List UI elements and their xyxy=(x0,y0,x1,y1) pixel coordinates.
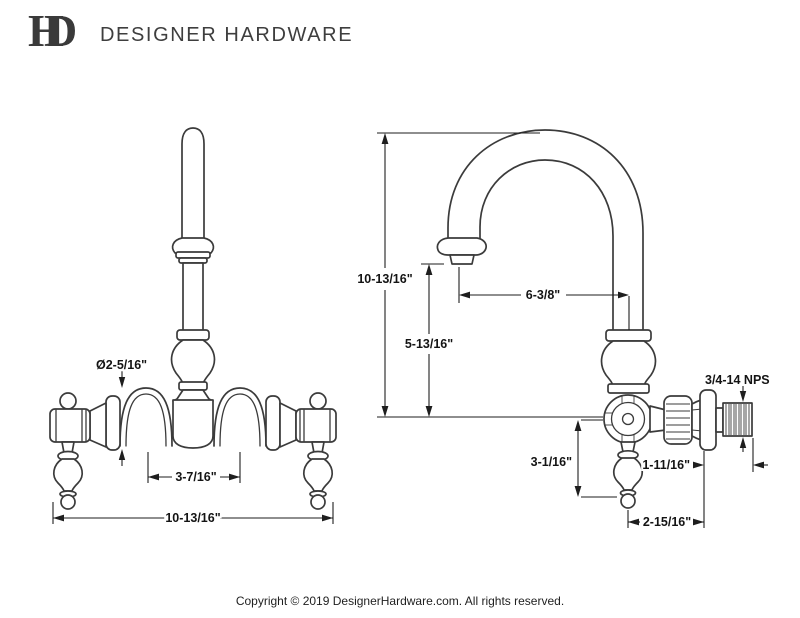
arrowhead-left xyxy=(628,518,639,526)
handle-grip xyxy=(612,457,644,491)
left-lever-handle xyxy=(52,441,84,510)
side-view xyxy=(436,129,753,509)
threaded-nipple xyxy=(722,402,753,437)
spout-column xyxy=(170,127,216,449)
spout-tube-mid xyxy=(182,262,204,332)
arrowhead-up xyxy=(425,264,433,275)
dim-label: 5-13/16" xyxy=(405,337,453,351)
arrowhead-left xyxy=(459,291,470,299)
dim-faucet-centers: 3-7/16" xyxy=(147,452,241,486)
arrowhead-left xyxy=(148,473,159,481)
logo-letter-h: H xyxy=(28,5,64,56)
left-stem-knob xyxy=(59,392,77,410)
column-ring xyxy=(607,383,650,394)
right-escutcheon-dome-inner xyxy=(219,393,261,447)
arrowhead-right xyxy=(693,518,704,526)
right-taper-cone xyxy=(279,402,297,448)
arrowhead-up xyxy=(381,133,389,144)
spout-ring xyxy=(176,329,210,341)
arrowhead-up xyxy=(574,420,582,431)
handle-grip xyxy=(52,458,84,492)
thread-hatching xyxy=(725,404,750,435)
column-baluster xyxy=(600,340,657,387)
spout-collar-ring xyxy=(175,251,211,259)
thread-neck xyxy=(715,407,724,433)
arrowhead-up xyxy=(739,437,747,448)
dim-label: Ø2-5/16" xyxy=(96,358,147,372)
dim-thread-length: 1-11/16" xyxy=(640,438,768,528)
arrowhead-down xyxy=(574,486,582,497)
right-collar-ring xyxy=(265,395,281,451)
wall-flange xyxy=(699,389,717,451)
dim-label: 2-15/16" xyxy=(643,515,691,529)
dim-label: 3-1/16" xyxy=(531,455,572,469)
right-stem-knob xyxy=(309,392,327,410)
spout-nozzle-band xyxy=(436,237,487,256)
arrowhead-up xyxy=(118,449,126,460)
dim-escutcheon-diameter: Ø2-5/16" xyxy=(94,356,149,466)
handle-grip xyxy=(302,458,334,492)
arrowhead-right xyxy=(618,291,629,299)
dim-spout-reach: 6-3/8" xyxy=(458,267,630,330)
spout-tube-top xyxy=(181,127,205,240)
left-taper-cone xyxy=(89,402,107,448)
dim-label: 10-13/16" xyxy=(357,272,412,286)
copyright-notice: Copyright © 2019 DesignerHardware.com. A… xyxy=(235,594,565,608)
left-collar-ring xyxy=(105,395,121,451)
spout-aerator-tip xyxy=(449,254,475,265)
right-lever-handle xyxy=(302,441,334,510)
handle-ball xyxy=(60,494,76,510)
dim-label: 10-13/16" xyxy=(165,511,220,525)
arrowhead-down xyxy=(118,377,126,388)
dim-overall-width: 10-13/16" xyxy=(52,502,334,527)
dimension-annotations: Ø2-5/16" 3-7/16" 10-13/16" xyxy=(52,132,772,531)
side-lever-handle xyxy=(612,441,644,509)
spout-ring xyxy=(178,381,208,391)
column-collar xyxy=(605,329,652,342)
spout-collar-bulge xyxy=(171,237,215,254)
valve-body-inner xyxy=(610,401,646,437)
handle-ball xyxy=(620,493,636,509)
arrowhead-left xyxy=(53,514,64,522)
arrowhead-down xyxy=(425,406,433,417)
logo-letter-d: D xyxy=(44,5,78,56)
arrowhead-right xyxy=(229,473,240,481)
dim-overall-height: 10-13/16" xyxy=(355,132,603,418)
arrowhead-right xyxy=(693,461,704,469)
dim-aerator-height: 5-13/16" xyxy=(403,263,455,417)
dim-thread-spec: 3/4-14 NPS xyxy=(703,371,772,452)
valve-center-screw xyxy=(621,412,635,426)
dim-label: 1-11/16" xyxy=(642,458,690,472)
left-escutcheon-dome-inner xyxy=(125,393,167,447)
dim-wall-to-handle: 2-15/16" xyxy=(627,510,704,531)
arrowhead-down xyxy=(739,391,747,402)
coupling-nut xyxy=(663,395,693,445)
gooseneck-spout xyxy=(447,129,644,332)
dim-label: 3/4-14 NPS xyxy=(705,373,770,387)
dim-label: 3-7/16" xyxy=(175,470,216,484)
dim-handle-drop: 3-1/16" xyxy=(529,419,617,498)
center-hub xyxy=(172,399,214,449)
handle-ball xyxy=(310,494,326,510)
front-view xyxy=(49,127,337,510)
arrowhead-right xyxy=(322,514,333,522)
dim-label: 6-3/8" xyxy=(526,288,560,302)
arrowhead-down xyxy=(381,406,389,417)
spout-baluster xyxy=(170,339,216,385)
brand-wordmark: DESIGNER HARDWARE xyxy=(100,23,354,46)
arrowhead-left xyxy=(753,461,764,469)
